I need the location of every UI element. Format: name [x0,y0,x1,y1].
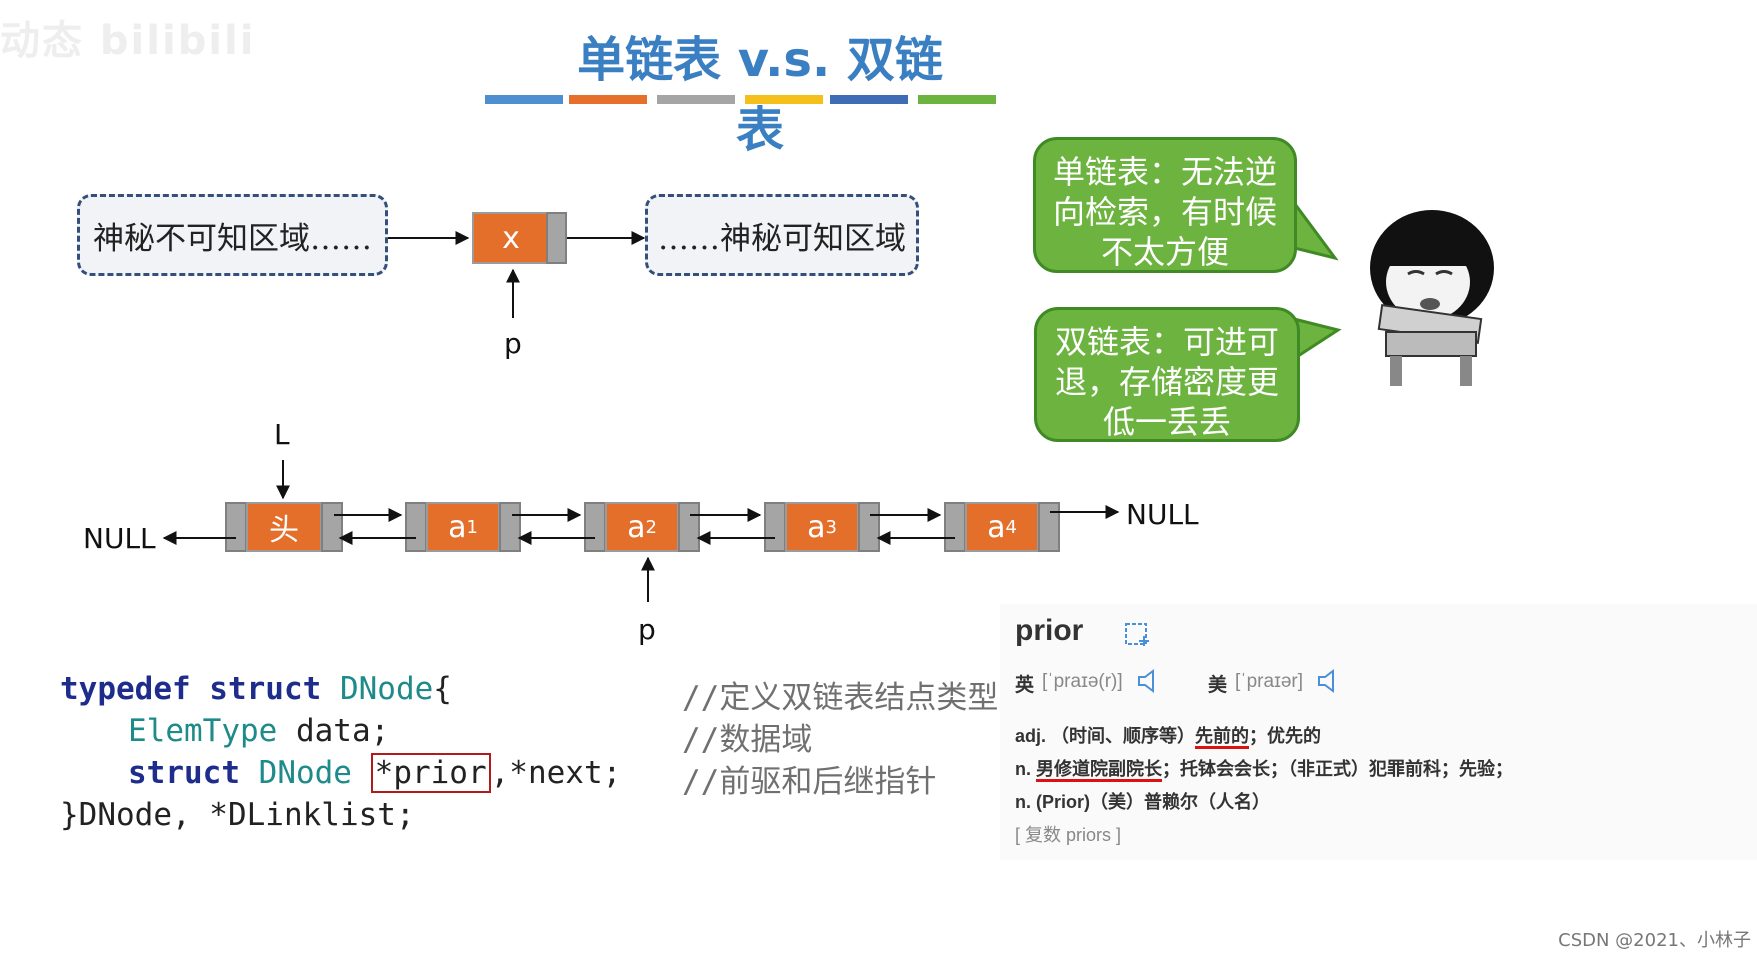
node-a4-next-field [1038,502,1060,552]
node-head-label: 头 [269,513,299,548]
code-keyword: struct [128,755,240,791]
code-text: }DNode, *DLinklist; [60,797,415,833]
uk-speaker-icon[interactable] [1136,668,1160,694]
node-a2-label: a [627,509,646,545]
comment-line-2: //数据域 [682,722,813,758]
bubble-double-line2: 退，存储密度更 [1054,363,1279,401]
dict-definition-2: n. 男修道院副院长；托钵会会长；（非正式）犯罪前科；先验； [1015,755,1514,782]
def1-underlined: 先前的 [1195,726,1250,749]
bubble-double-list: 双链表：可进可 退，存储密度更 低一丢丢 [1034,307,1300,442]
comment-line-1: //定义双链表结点类型 [682,680,999,716]
code-keyword: typedef struct [60,671,322,707]
us-speaker-icon[interactable] [1316,668,1340,694]
node-a1-subscript: 1 [466,516,478,538]
code-type: ElemType [128,713,278,749]
unknown-region-box: 神秘不可知区域…… [77,194,388,276]
bubble-single-line2: 向检索，有时候 [1052,193,1277,231]
code-text: { [433,671,452,707]
null-left-label: NULL [83,522,156,555]
single-node-next-field [546,212,567,264]
bubble-double-line1: 双链表：可进可 [1054,323,1279,361]
csdn-watermark: CSDN @2021、小林子 [1558,930,1751,951]
code-text: ,*next; [490,755,622,791]
def1-pos: adj. [1015,726,1047,746]
bubble-single-line1: 单链表：无法逆 [1052,153,1277,191]
color-bar-1 [485,95,563,104]
color-bar-2 [569,95,647,104]
def1-rest: ；优先的 [1249,726,1322,746]
double-pointer-p-label: p [638,613,656,646]
node-a2-subscript: 2 [645,516,657,538]
def2-underlined: 男修道院副院长 [1036,759,1163,782]
dictionary-panel: prior 英 [ˈpraɪə(r)] 美 [ˈpraɪər] adj. （时间… [1000,604,1757,860]
known-region-box: ……神秘可知区域 [645,194,919,276]
null-right-label: NULL [1126,498,1199,531]
node-head: 头 [246,502,322,552]
node-a4-label: a [987,509,1006,545]
node-a4-subscript: 4 [1005,516,1017,538]
color-bar-5 [830,95,908,104]
color-bar-3 [657,95,735,104]
def2-rest: ；托钵会会长；（非正式）犯罪前科；先验； [1162,759,1514,779]
prior-highlight-box: *prior [370,753,491,793]
single-node-label: x [502,220,520,256]
code-type: DNode [258,755,352,791]
us-phonetic: [ˈpraɪər] [1235,671,1304,692]
slide-title: 单链表 v.s. 双链表 [577,32,943,158]
code-line-4: }DNode, *DLinklist; [60,794,415,836]
single-pointer-p-label: p [504,327,522,360]
dict-plural: [ 复数 priors ] [1015,825,1122,845]
def2-pos: n. [1015,759,1031,779]
unknown-region-label: 神秘不可知区域…… [93,220,372,257]
add-to-wordbook-icon[interactable] [1124,622,1152,648]
def1-qualifier: （时间、顺序等） [1051,726,1196,746]
code-line-2: ElemType data; [128,710,389,752]
def3-text: (Prior)（美）普赖尔（人名） [1036,792,1271,812]
meme-character-image [1370,210,1494,386]
known-region-label: ……神秘可知区域 [658,220,906,257]
dict-word: prior [1015,614,1084,647]
comment-line-3: //前驱和后继指针 [682,764,937,800]
bubble-double-line3: 低一丢丢 [1102,403,1231,441]
code-type: DNode [339,671,434,707]
dict-definition-1: adj. （时间、顺序等）先前的；优先的 [1015,722,1322,749]
code-line-3: struct DNode *prior,*next; [128,752,621,794]
watermark: 动态 bilibili [0,18,256,64]
code-line-1: typedef struct DNode{ [60,668,452,710]
us-pron-label: 美 [1208,675,1228,696]
node-a3-subscript: 3 [825,516,837,538]
uk-pron-label: 英 [1015,675,1035,696]
color-bar-6 [918,95,996,104]
bubble-single-line3: 不太方便 [1100,233,1229,271]
single-node-x: x [472,212,548,264]
def3-pos: n. [1015,792,1031,812]
uk-phonetic: [ˈpraɪə(r)] [1042,671,1123,692]
bubble-single-list: 单链表：无法逆 向检索，有时候 不太方便 [1033,137,1297,273]
head-pointer-L-label: L [274,418,290,451]
code-text: data; [277,713,390,749]
node-a3-label: a [807,509,826,545]
node-a1-label: a [448,509,467,545]
dict-definition-3: n. (Prior)（美）普赖尔（人名） [1015,788,1270,814]
color-bar-4 [745,95,823,104]
